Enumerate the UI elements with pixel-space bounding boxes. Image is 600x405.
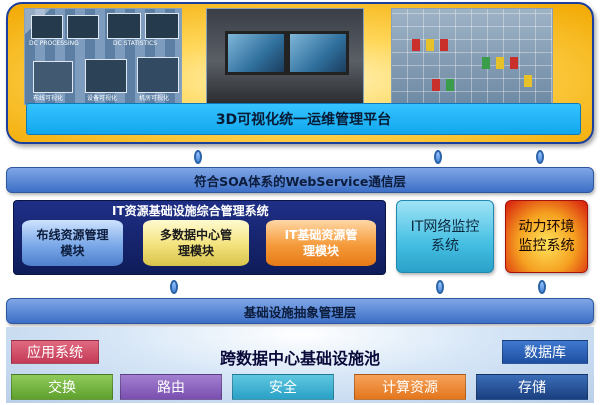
- compute-resource: 计算资源: [354, 374, 466, 400]
- application-system-tag: 应用系统: [11, 340, 99, 364]
- cabling-resource-module: 布线资源管理模块: [22, 220, 123, 266]
- module-label: IT基础资源管: [284, 228, 358, 242]
- database-tag: 数据库: [502, 340, 588, 364]
- it-network-monitoring-system: IT网络监控系统: [396, 200, 494, 273]
- power-environment-monitoring-system: 动力环境监控系统: [505, 200, 588, 273]
- connector-icon: [194, 150, 202, 164]
- infrastructure-pool-title: 跨数据中心基础设施池: [219, 349, 380, 368]
- platform-title: 3D可视化统一运维管理平台: [26, 103, 581, 135]
- cabling-visualization-screenshot: DC PROCESSING DC STATISTICS 布线可视化 设备可视化 …: [24, 8, 182, 105]
- infrastructure-abstraction-layer: 基础设施抽象管理层: [6, 298, 594, 324]
- module-label: 布线资源管理: [36, 228, 109, 242]
- it-resource-management-title: IT资源基础设施综合管理系统: [112, 204, 269, 218]
- screenshot-caption: 设备可视化: [87, 95, 118, 102]
- connector-icon: [170, 280, 178, 294]
- screenshot-caption: 机房可视化: [139, 95, 170, 102]
- screenshot-caption: DC PROCESSING: [29, 40, 79, 47]
- connector-icon: [434, 150, 442, 164]
- system-label: 动力环境: [518, 218, 575, 235]
- control-room-screenshot: [206, 8, 364, 105]
- routing-resource: 路由: [120, 374, 222, 400]
- system-label: IT网络监控: [410, 218, 480, 235]
- it-base-resource-module: IT基础资源管理模块: [266, 220, 376, 266]
- connector-icon: [536, 150, 544, 164]
- screenshot-caption: DC STATISTICS: [113, 40, 158, 47]
- module-label: 多数据中心管: [159, 228, 232, 242]
- switch-resource: 交换: [11, 374, 113, 400]
- security-resource: 安全: [232, 374, 334, 400]
- system-label: 系统: [431, 237, 459, 254]
- module-label: 理模块: [177, 244, 214, 258]
- datacenter-3d-screenshot: [391, 8, 553, 105]
- storage-resource: 存储: [476, 374, 588, 400]
- connector-icon: [436, 280, 444, 294]
- multi-datacenter-module: 多数据中心管理模块: [143, 220, 249, 266]
- connector-icon: [538, 280, 546, 294]
- screenshot-caption: 布线可视化: [33, 95, 64, 102]
- soa-webservice-layer: 符合SOA体系的WebService通信层: [6, 167, 594, 193]
- system-label: 监控系统: [518, 237, 575, 254]
- module-label: 理模块: [302, 244, 339, 258]
- module-label: 模块: [60, 244, 85, 258]
